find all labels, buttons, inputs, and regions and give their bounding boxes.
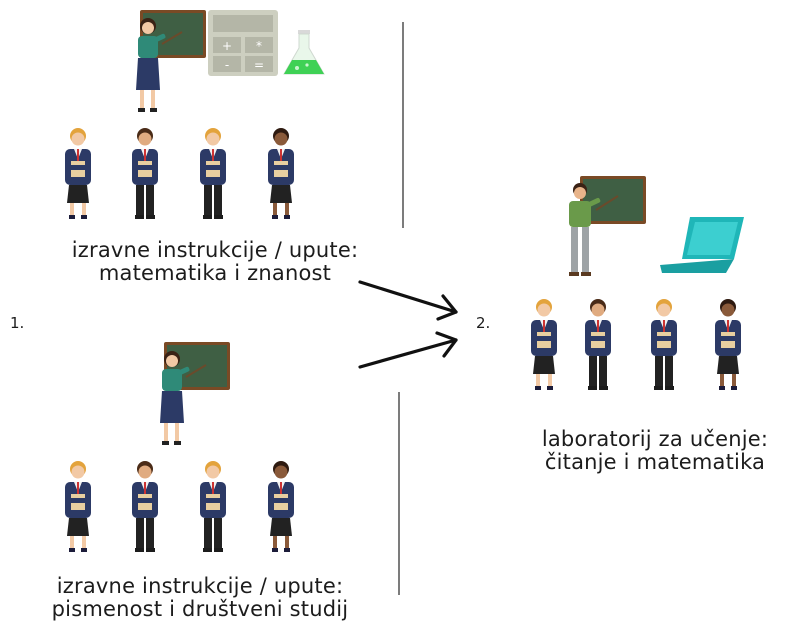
student-icon bbox=[715, 299, 741, 390]
caption-bottom-line1: izravne instrukcije / upute: bbox=[56, 574, 344, 598]
student-icon bbox=[132, 461, 158, 552]
laptop-icon bbox=[660, 217, 744, 273]
calculator-icon: + * - = bbox=[208, 10, 278, 76]
caption-top-line2: matematika i znanost bbox=[98, 261, 332, 285]
student-icon bbox=[651, 299, 677, 390]
teacher-icon bbox=[569, 183, 619, 276]
svg-text:-: - bbox=[225, 58, 229, 72]
caption-lab: laboratorij za učenje: čitanje i matemat… bbox=[520, 428, 790, 474]
student-icon bbox=[200, 461, 226, 552]
caption-top: izravne instrukcije / upute: matematika … bbox=[35, 239, 395, 285]
student-icon bbox=[65, 128, 91, 219]
caption-bottom: izravne instrukcije / upute: pismenost i… bbox=[20, 575, 380, 621]
step-2-number: 2. bbox=[476, 314, 491, 332]
arrow-top-icon bbox=[358, 280, 458, 321]
step-1-number: 1. bbox=[10, 314, 25, 332]
caption-top-line1: izravne instrukcije / upute: bbox=[71, 238, 359, 262]
svg-text:*: * bbox=[256, 39, 262, 53]
teacher-icon bbox=[160, 351, 207, 445]
teacher-icon bbox=[136, 18, 183, 112]
student-icon bbox=[65, 461, 91, 552]
flask-icon bbox=[283, 30, 325, 75]
svg-text:=: = bbox=[254, 58, 264, 72]
caption-lab-line1: laboratorij za učenje: bbox=[541, 427, 769, 451]
student-icon bbox=[585, 299, 611, 390]
caption-bottom-line2: pismenost i društveni studij bbox=[51, 597, 349, 621]
student-icon bbox=[268, 128, 294, 219]
student-icon bbox=[268, 461, 294, 552]
arrow-bottom-icon bbox=[358, 331, 458, 369]
student-icon bbox=[200, 128, 226, 219]
caption-lab-line2: čitanje i matematika bbox=[544, 450, 766, 474]
student-icon bbox=[531, 299, 557, 390]
student-icon bbox=[132, 128, 158, 219]
svg-text:+: + bbox=[222, 39, 232, 53]
